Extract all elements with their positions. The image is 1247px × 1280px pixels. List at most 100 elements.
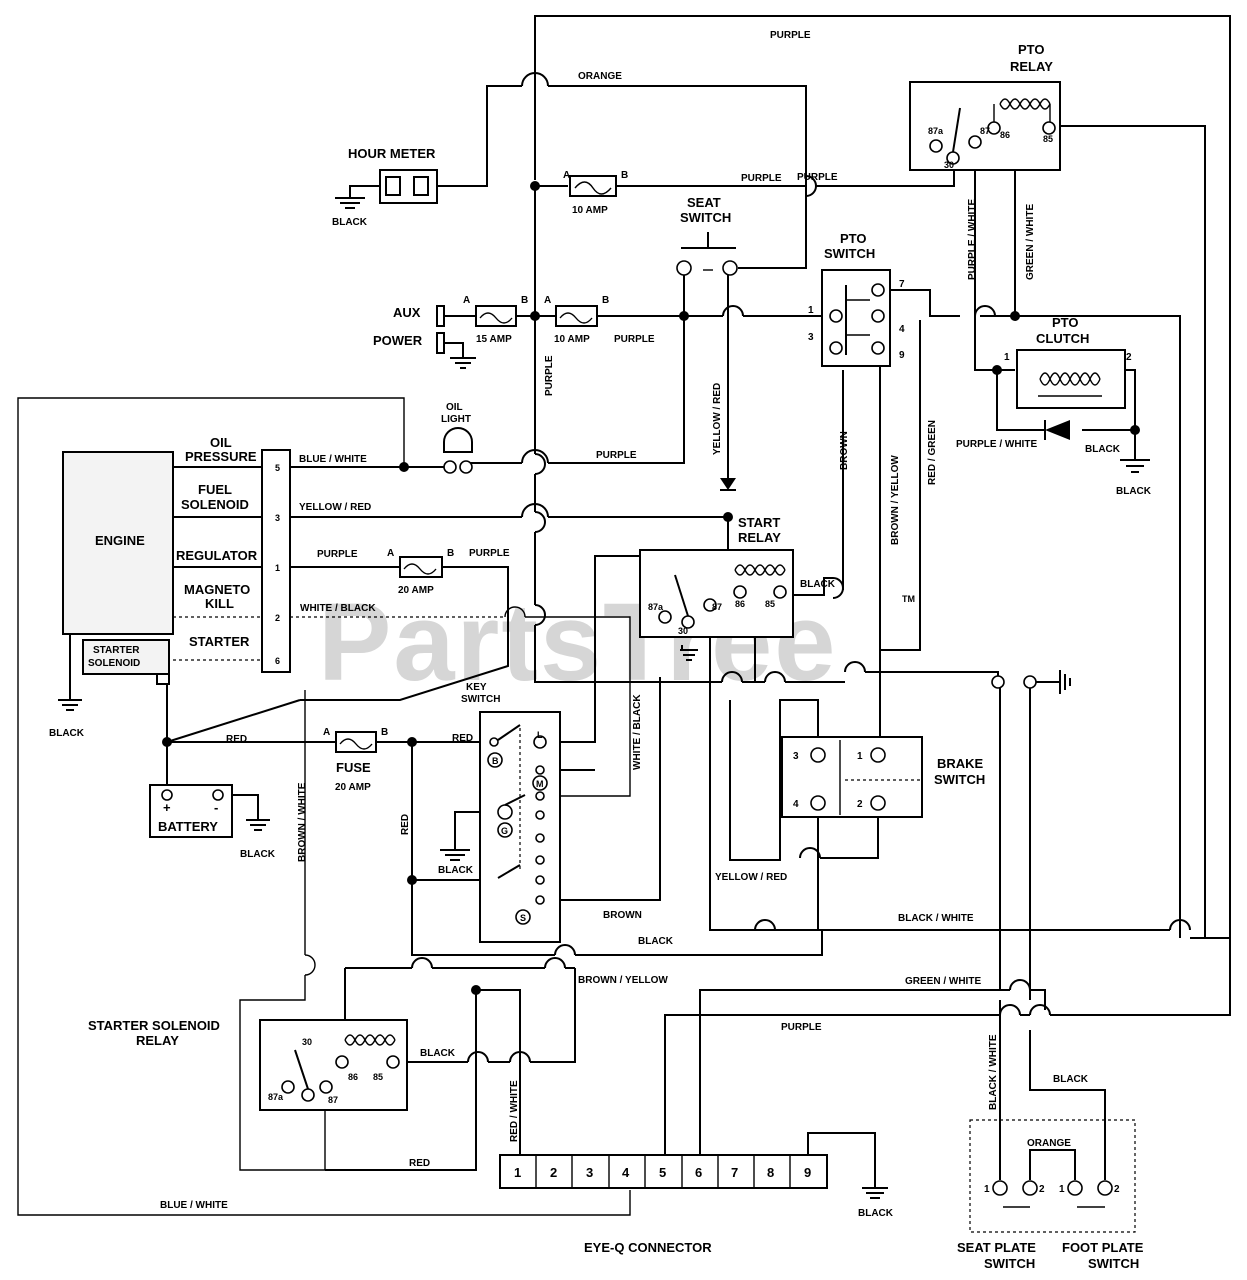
svg-text:15 AMP: 15 AMP [476, 334, 512, 345]
svg-text:B: B [381, 727, 388, 738]
svg-text:20 AMP: 20 AMP [335, 782, 371, 793]
svg-text:86: 86 [348, 1072, 358, 1082]
svg-text:EYE-Q CONNECTOR: EYE-Q CONNECTOR [584, 1240, 712, 1255]
hour-meter: HOUR METER [348, 146, 438, 204]
svg-text:YELLOW / RED: YELLOW / RED [712, 383, 723, 455]
seat-switch: SEAT SWITCH [676, 195, 738, 276]
svg-text:A: A [387, 548, 394, 559]
aux-power: AUX POWER [373, 305, 476, 369]
hour-meter-label: HOUR METER [348, 146, 436, 161]
svg-text:1: 1 [1004, 352, 1010, 363]
svg-text:BLACK / WHITE: BLACK / WHITE [988, 1034, 999, 1110]
svg-text:9: 9 [899, 350, 905, 361]
pto-clutch: PTO CLUTCH 1 2 PURPLE / WHITE BLACK BLAC… [956, 315, 1152, 497]
svg-text:A: A [563, 170, 570, 181]
svg-text:87: 87 [712, 602, 722, 612]
svg-text:RELAY: RELAY [136, 1033, 179, 1048]
junction-dots [162, 181, 1140, 995]
svg-text:KILL: KILL [205, 596, 234, 611]
brake-switch: 3 1 4 2 BRAKE SWITCH [781, 736, 985, 818]
svg-text:PRESSURE: PRESSURE [185, 449, 257, 464]
svg-text:RED: RED [400, 814, 411, 835]
svg-text:86: 86 [735, 599, 745, 609]
svg-text:1: 1 [514, 1165, 521, 1180]
svg-text:10 AMP: 10 AMP [572, 205, 608, 216]
svg-text:RELAY: RELAY [1010, 59, 1053, 74]
svg-text:PTO: PTO [1018, 42, 1045, 57]
svg-text:30: 30 [302, 1037, 312, 1047]
svg-text:BRAKE: BRAKE [937, 756, 984, 771]
svg-text:SWITCH: SWITCH [680, 210, 731, 225]
svg-text:GREEN / WHITE: GREEN / WHITE [1025, 204, 1036, 280]
svg-text:ENGINE: ENGINE [95, 533, 145, 548]
svg-text:2: 2 [1126, 352, 1132, 363]
svg-text:BLACK: BLACK [240, 849, 276, 860]
svg-text:SEAT PLATE: SEAT PLATE [957, 1240, 1036, 1255]
svg-text:RELAY: RELAY [738, 530, 781, 545]
svg-text:87: 87 [980, 126, 990, 136]
svg-text:PURPLE / WHITE: PURPLE / WHITE [967, 199, 978, 280]
svg-text:-: - [214, 800, 218, 815]
svg-text:3: 3 [586, 1165, 593, 1180]
svg-text:OIL: OIL [446, 402, 463, 413]
svg-text:3: 3 [275, 513, 280, 523]
svg-text:B: B [602, 295, 609, 306]
svg-text:KEY: KEY [466, 682, 487, 693]
svg-text:PURPLE: PURPLE [614, 334, 655, 345]
svg-text:BLACK / WHITE: BLACK / WHITE [898, 913, 974, 924]
svg-text:2: 2 [1114, 1184, 1120, 1195]
svg-text:PURPLE: PURPLE [317, 549, 358, 560]
orange-label: ORANGE [578, 71, 622, 82]
start-relay: START RELAY 87a 30 87 86 85 BLACK [639, 478, 836, 661]
svg-text:START: START [738, 515, 780, 530]
svg-text:+: + [163, 800, 171, 815]
svg-text:87a: 87a [648, 602, 664, 612]
svg-text:G: G [501, 826, 508, 836]
svg-text:1: 1 [857, 751, 863, 762]
svg-text:YELLOW / RED: YELLOW / RED [715, 872, 787, 883]
svg-text:LIGHT: LIGHT [441, 414, 471, 425]
svg-text:7: 7 [899, 279, 905, 290]
svg-text:A: A [323, 727, 330, 738]
purple-top-label: PURPLE [770, 30, 811, 41]
engine: ENGINE STARTER SOLENOID BLACK OIL PRESSU… [49, 435, 376, 739]
svg-text:S: S [520, 913, 526, 923]
svg-text:10 AMP: 10 AMP [554, 334, 590, 345]
svg-text:BROWN / YELLOW: BROWN / YELLOW [890, 455, 901, 545]
battery: + - BATTERY BLACK [149, 784, 276, 860]
svg-text:ORANGE: ORANGE [1027, 1138, 1071, 1149]
svg-text:7: 7 [731, 1165, 738, 1180]
svg-text:STARTER: STARTER [189, 634, 250, 649]
svg-text:SWITCH: SWITCH [461, 694, 500, 705]
svg-text:B: B [621, 170, 628, 181]
svg-text:4: 4 [793, 799, 799, 810]
svg-text:87a: 87a [268, 1092, 284, 1102]
svg-text:5: 5 [659, 1165, 666, 1180]
svg-text:PURPLE: PURPLE [469, 548, 510, 559]
svg-text:B: B [521, 295, 528, 306]
svg-text:PTO: PTO [840, 231, 867, 246]
svg-text:SWITCH: SWITCH [984, 1256, 1035, 1271]
svg-text:MAGNETO: MAGNETO [184, 582, 250, 597]
svg-text:BLUE / WHITE: BLUE / WHITE [160, 1200, 228, 1211]
svg-text:BLACK: BLACK [638, 936, 674, 947]
svg-text:2: 2 [550, 1165, 557, 1180]
svg-text:5: 5 [275, 463, 280, 473]
svg-text:RED / WHITE: RED / WHITE [509, 1080, 520, 1142]
pto-relay: PTO RELAY 87a 30 87 86 85 [909, 42, 1061, 171]
svg-text:2: 2 [275, 613, 280, 623]
svg-text:2: 2 [1039, 1184, 1045, 1195]
svg-text:PURPLE / WHITE: PURPLE / WHITE [956, 439, 1037, 450]
plate-switches: 1 2 1 2 ORANGE BLACK SEAT PLATE SWITCH F… [957, 1074, 1144, 1271]
svg-text:PURPLE: PURPLE [797, 172, 838, 183]
fuse-15-amp: A B 15 AMP [463, 295, 528, 345]
svg-text:SWITCH: SWITCH [934, 772, 985, 787]
svg-text:BLACK: BLACK [1116, 486, 1152, 497]
svg-text:20 AMP: 20 AMP [398, 585, 434, 596]
svg-text:1: 1 [275, 563, 280, 573]
svg-text:YELLOW / RED: YELLOW / RED [299, 502, 371, 513]
svg-text:WHITE / BLACK: WHITE / BLACK [300, 603, 376, 614]
svg-text:85: 85 [1043, 134, 1053, 144]
svg-text:86: 86 [1000, 130, 1010, 140]
